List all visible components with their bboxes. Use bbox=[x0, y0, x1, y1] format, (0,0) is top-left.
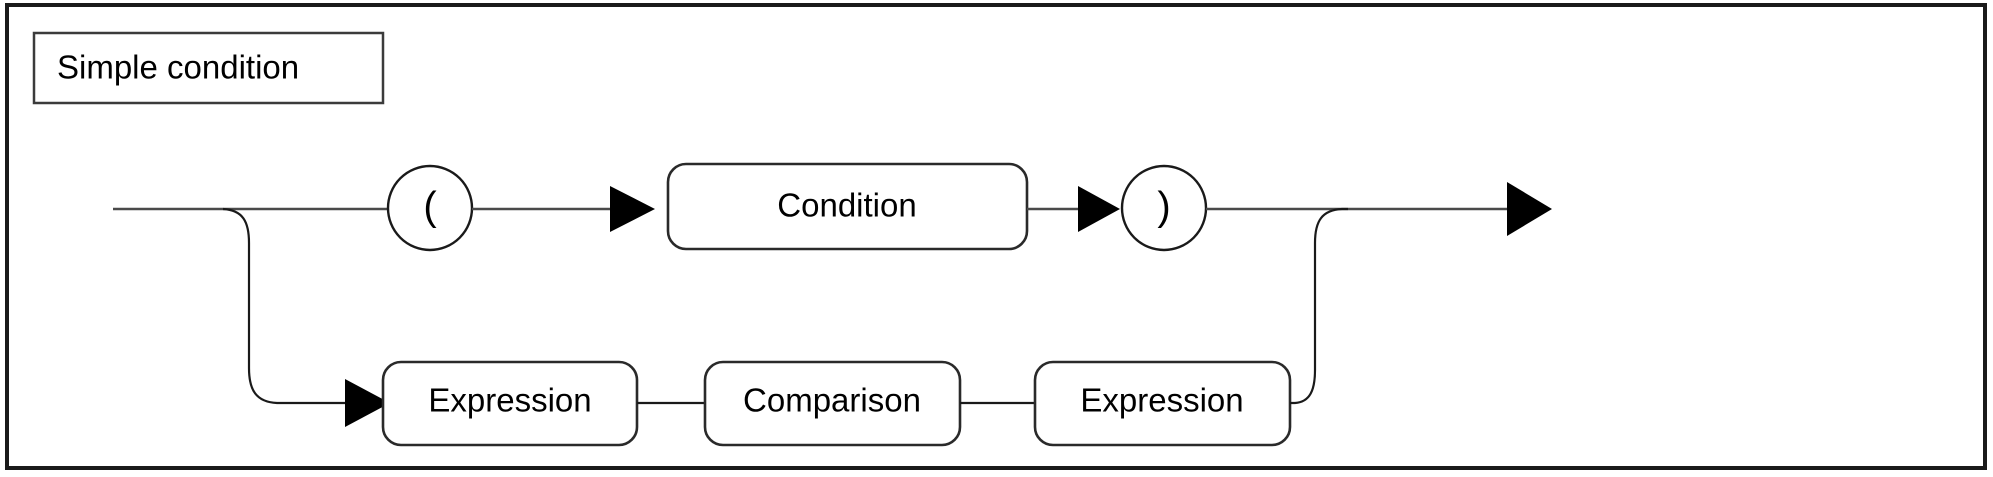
rail-branch-down-left bbox=[222, 207, 290, 405]
close-paren-label: ) bbox=[1157, 185, 1170, 229]
diagram-outer-frame bbox=[5, 3, 1987, 470]
arrow-into-condition-icon bbox=[610, 186, 655, 232]
rail-branch-up-right bbox=[1290, 207, 1348, 405]
node-expression-left[interactable]: Expression bbox=[381, 360, 639, 447]
node-condition[interactable]: Condition bbox=[666, 162, 1029, 251]
title-box: Simple condition bbox=[32, 31, 385, 105]
expression-left-label: Expression bbox=[428, 382, 591, 419]
condition-box bbox=[666, 162, 1029, 251]
expression-right-label: Expression bbox=[1080, 382, 1243, 419]
node-comparison[interactable]: Comparison bbox=[703, 360, 962, 447]
node-expression-right[interactable]: Expression bbox=[1033, 360, 1292, 447]
arrow-into-expression-left-icon bbox=[345, 379, 390, 427]
comparison-label: Comparison bbox=[743, 382, 921, 419]
node-close-paren[interactable]: ) bbox=[1120, 164, 1208, 252]
node-open-paren[interactable]: ( bbox=[386, 164, 474, 252]
title-label: Simple condition bbox=[57, 49, 299, 86]
arrow-exit-icon bbox=[1507, 182, 1552, 236]
arrow-into-close-paren-icon bbox=[1078, 186, 1120, 232]
title-box-rect bbox=[32, 31, 385, 105]
condition-label: Condition bbox=[777, 187, 916, 224]
open-paren-label: ( bbox=[423, 185, 437, 229]
